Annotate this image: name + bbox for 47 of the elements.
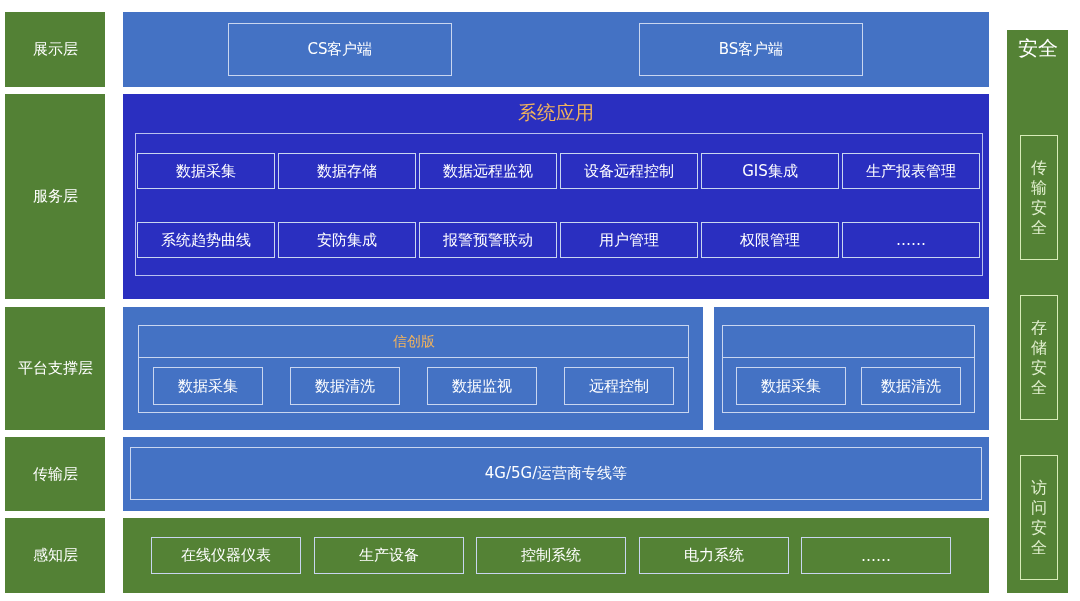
client-box: BS客户端 <box>639 23 863 76</box>
security-box: 存储安全 <box>1020 295 1058 420</box>
module-box: 安防集成 <box>278 222 416 258</box>
layer-band <box>123 437 989 511</box>
module-box: 电力系统 <box>638 537 789 574</box>
module-box: 数据采集 <box>153 367 263 405</box>
module-box: 设备远程控制 <box>560 153 698 189</box>
layer-band <box>123 12 989 87</box>
security-column <box>1007 30 1068 593</box>
module-box: 远程控制 <box>564 367 674 405</box>
layer-label: 平台支撑层 <box>5 307 105 430</box>
module-box: 系统趋势曲线 <box>137 222 275 258</box>
module-panel <box>138 325 689 413</box>
layer-label: 服务层 <box>5 94 105 299</box>
module-box: 数据采集 <box>137 153 275 189</box>
module-box: 报警预警联动 <box>419 222 557 258</box>
module-box: 数据清洗 <box>290 367 400 405</box>
module-box: 控制系统 <box>476 537 626 574</box>
module-box: 数据存储 <box>278 153 416 189</box>
group-title: 安全 <box>1017 35 1058 62</box>
client-box: 4G/5G/运营商专线等 <box>130 447 982 500</box>
group-title: 系统应用 <box>518 100 594 125</box>
module-box: 生产设备 <box>313 537 464 574</box>
module-box: 数据远程监视 <box>419 153 557 189</box>
security-box: 访问安全 <box>1020 455 1058 580</box>
client-box: CS客户端 <box>228 23 452 76</box>
layer-band <box>714 307 989 430</box>
layer-band <box>123 518 989 593</box>
module-box: 数据监视 <box>427 367 537 405</box>
module-panel <box>722 325 975 413</box>
module-box: 生产报表管理 <box>842 153 980 189</box>
layer-label: 传输层 <box>5 437 105 511</box>
module-frame <box>135 133 983 276</box>
module-box: GIS集成 <box>701 153 839 189</box>
module-box: 用户管理 <box>560 222 698 258</box>
module-box: …… <box>842 222 980 258</box>
layer-band <box>123 307 703 430</box>
layer-label: 展示层 <box>5 12 105 87</box>
module-box: …… <box>801 537 951 574</box>
group-title: 信创版 <box>392 333 435 351</box>
module-box: 数据采集 <box>736 367 846 405</box>
security-box: 传输安全 <box>1020 135 1058 260</box>
layer-label: 感知层 <box>5 518 105 593</box>
module-box: 在线仪器仪表 <box>151 537 301 574</box>
module-box: 权限管理 <box>701 222 839 258</box>
module-box: 数据清洗 <box>861 367 961 405</box>
layer-band <box>123 94 989 299</box>
